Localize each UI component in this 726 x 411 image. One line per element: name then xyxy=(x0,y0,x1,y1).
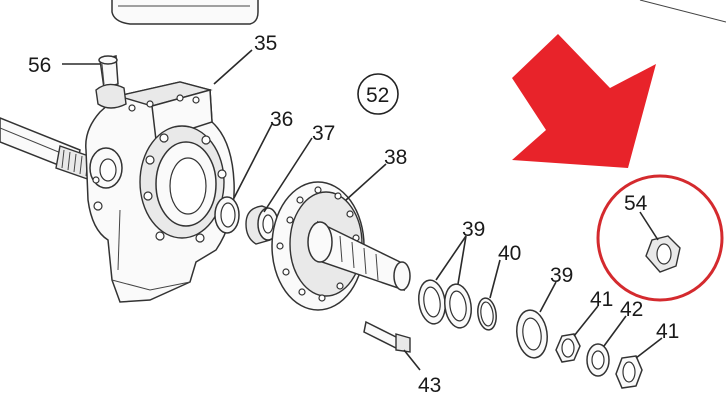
lock-washer xyxy=(586,343,610,377)
o-ring xyxy=(477,297,497,331)
axle-shaft xyxy=(0,117,101,183)
highlight-circle xyxy=(596,174,724,302)
bearing xyxy=(245,205,279,245)
label-54: 54 xyxy=(624,192,648,215)
leader-lines xyxy=(62,49,663,371)
label-39-single: 39 xyxy=(550,264,573,287)
label-52: 52 xyxy=(366,84,389,107)
label-41-first: 41 xyxy=(590,288,613,311)
label-56: 56 xyxy=(28,54,51,77)
washer-single xyxy=(516,309,548,359)
top-fragment-part xyxy=(111,0,726,25)
label-35: 35 xyxy=(254,32,277,55)
steering-knuckle xyxy=(85,81,235,303)
spindle-hub xyxy=(271,181,411,311)
red-arrow-icon xyxy=(512,34,656,168)
nut-b xyxy=(615,355,643,389)
label-38: 38 xyxy=(384,146,407,169)
label-40: 40 xyxy=(498,242,521,265)
nut-a xyxy=(555,333,581,363)
label-41-second: 41 xyxy=(656,320,679,343)
label-36: 36 xyxy=(270,108,293,131)
label-39-pair: 39 xyxy=(462,218,485,241)
washer-pair xyxy=(418,279,472,329)
label-37: 37 xyxy=(312,122,335,145)
label-43: 43 xyxy=(418,374,441,397)
seal-ring xyxy=(214,196,240,234)
bolt xyxy=(363,320,411,353)
steering-stud xyxy=(95,55,127,109)
label-42: 42 xyxy=(620,298,643,321)
highlighted-nut xyxy=(645,235,681,273)
callout-circle-52 xyxy=(357,73,399,115)
